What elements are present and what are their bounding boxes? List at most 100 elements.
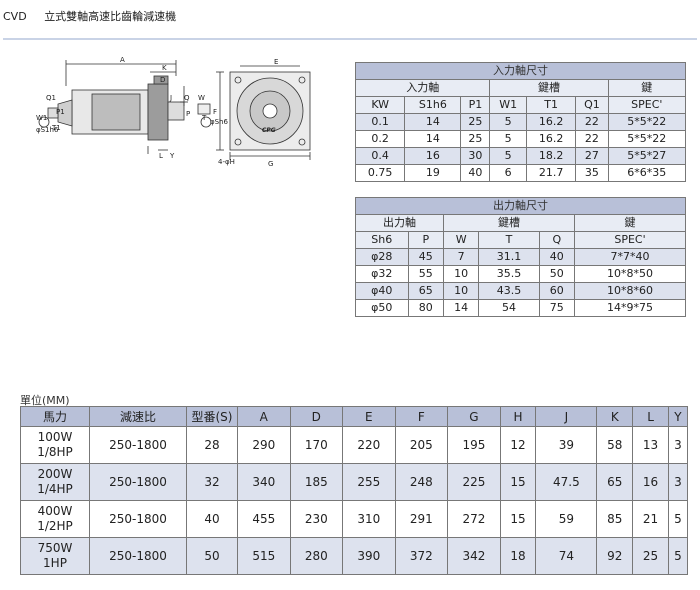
- input-col-header: T1: [525, 96, 577, 114]
- dim-cell: 16: [632, 463, 669, 501]
- table-row: 0.4 16 30 5 18.2 27 5*5*27: [354, 147, 687, 165]
- output-col-header: W: [442, 231, 480, 249]
- input-cell: 16.2: [525, 113, 577, 131]
- dim-cell: 250-1800: [89, 500, 187, 538]
- input-group-header: 鍵槽: [489, 79, 609, 97]
- table-row: φ32 55 10 35.5 50 10*8*50: [355, 265, 687, 283]
- output-col-header: SPEC': [573, 231, 687, 249]
- dim-cell: 21: [632, 500, 669, 538]
- dim-label-w1: W1: [36, 114, 47, 122]
- dim-label-e: E: [274, 58, 278, 66]
- dim-cell: 40: [186, 500, 238, 538]
- dim-label-y: Y: [169, 152, 175, 160]
- output-cell: 54: [478, 299, 540, 317]
- dim-col-header: H: [499, 406, 537, 427]
- dim-cell: 250-1800: [89, 463, 187, 501]
- title-text: 立式雙軸高速比齒輪減速機: [44, 10, 177, 23]
- dim-cell: 290: [237, 426, 291, 464]
- input-cell: 30: [460, 147, 491, 165]
- input-cell: 35: [575, 164, 609, 182]
- output-cell: 31.1: [478, 248, 540, 266]
- output-cell: 10*8*50: [573, 265, 687, 283]
- dim-label-j: J: [169, 94, 172, 102]
- output-col-header: Q: [538, 231, 575, 249]
- input-cell: 0.75: [354, 164, 406, 182]
- input-group-header: 入力軸: [354, 79, 491, 97]
- output-col-header: P: [407, 231, 444, 249]
- dim-cell: 515: [237, 537, 291, 575]
- input-cell: 22: [575, 113, 609, 131]
- input-col-header: SPEC': [607, 96, 687, 114]
- output-cell: 14: [442, 299, 480, 317]
- dim-cell: 230: [289, 500, 344, 538]
- input-cell: 0.4: [354, 147, 406, 165]
- dim-cell: 65: [596, 463, 634, 501]
- dim-label-h: 4-φH: [218, 158, 235, 166]
- input-cell: 0.2: [354, 130, 406, 148]
- dim-label-l: L: [159, 152, 163, 160]
- table-row: φ50 80 14 54 75 14*9*75: [355, 299, 687, 317]
- input-cell: 5: [489, 147, 527, 165]
- input-col-header: S1h6: [404, 96, 462, 114]
- output-cell: 75: [538, 299, 575, 317]
- dim-label-s1: φS1h6: [36, 126, 59, 134]
- dim-label-k: K: [162, 64, 167, 72]
- output-shaft: [167, 101, 185, 121]
- dim-col-header: 減速比: [89, 406, 187, 427]
- input-shaft: [47, 107, 59, 119]
- dim-cell: 195: [447, 426, 501, 464]
- table-row: 0.75 19 40 6 21.7 35 6*6*35: [354, 164, 687, 182]
- dim-cell: 25: [632, 537, 669, 575]
- input-table-title: 入力軸尺寸: [355, 62, 686, 80]
- dim-cell: 280: [289, 537, 344, 575]
- dim-label-t1: T1: [51, 124, 61, 132]
- dim-cell: 170: [289, 426, 344, 464]
- dim-cell: 92: [596, 537, 634, 575]
- dim-cell: 340: [237, 463, 291, 501]
- dim-cell: 250-1800: [89, 537, 187, 575]
- output-cell: φ50: [355, 299, 409, 317]
- output-cell: 14*9*75: [573, 299, 687, 317]
- page-title: CVD 立式雙軸高速比齒輪減速機: [3, 8, 176, 24]
- input-shaft-table: 入力軸尺寸 入力軸 鍵槽 鍵 KW S1h6 P1 W1 T1 Q1 SPEC'…: [354, 62, 687, 182]
- dim-label-g: G: [268, 160, 273, 168]
- dim-cell: 3: [667, 463, 689, 501]
- input-cell: 5: [489, 130, 527, 148]
- dim-cell: 185: [289, 463, 344, 501]
- output-cell: 10: [442, 282, 480, 300]
- input-cell: 25: [460, 130, 491, 148]
- dim-cell: 310: [342, 500, 396, 538]
- input-col-header: W1: [489, 96, 527, 114]
- output-cell: 50: [538, 265, 575, 283]
- dim-col-header: G: [447, 406, 501, 427]
- dim-cell: 5: [667, 537, 689, 575]
- input-cell: 16: [404, 147, 462, 165]
- dim-col-header: A: [237, 406, 291, 427]
- output-cell: 35.5: [478, 265, 540, 283]
- input-cell: 6*6*35: [607, 164, 687, 182]
- table-row: φ28 45 7 31.1 40 7*7*40: [355, 248, 687, 266]
- input-cell: 21.7: [525, 164, 577, 182]
- dim-cell: 85: [596, 500, 634, 538]
- table-row: 0.2 14 25 5 16.2 22 5*5*22: [354, 130, 687, 148]
- table-row: 0.1 14 25 5 16.2 22 5*5*22: [354, 113, 687, 131]
- input-col-header: P1: [460, 96, 491, 114]
- input-cell: 25: [460, 113, 491, 131]
- dimension-drawing: A K L Y D J Q P W T φSh6 W1 T1 φS1h6 Q1 …: [36, 56, 311, 168]
- dim-cell: 50: [186, 537, 238, 575]
- input-cell: 5: [489, 113, 527, 131]
- dim-cell: 342: [447, 537, 501, 575]
- dim-cell: 32: [186, 463, 238, 501]
- input-cell: 22: [575, 130, 609, 148]
- input-cell: 5*5*27: [607, 147, 687, 165]
- dim-cell: 248: [394, 463, 449, 501]
- output-cell: 60: [538, 282, 575, 300]
- dim-cell: 12: [499, 426, 537, 464]
- output-cell: 80: [407, 299, 444, 317]
